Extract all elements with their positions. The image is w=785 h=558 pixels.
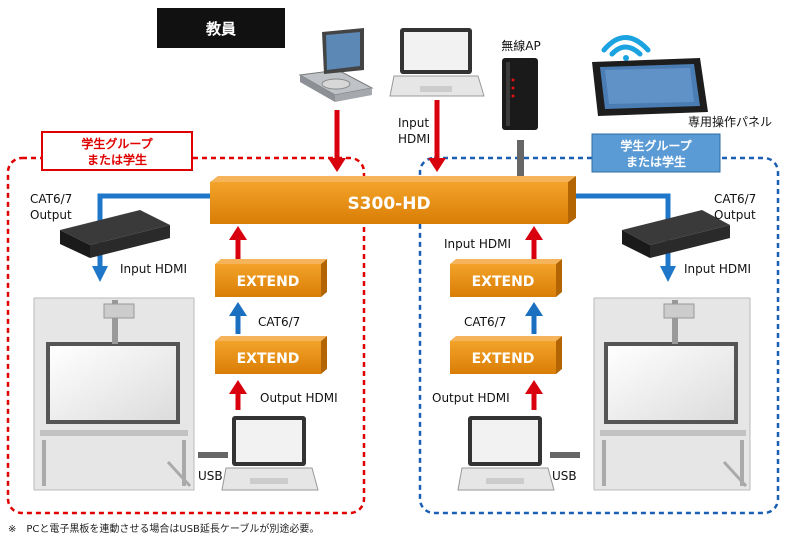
control-panel-tablet-icon (592, 58, 708, 116)
hub-label: S300-HD (347, 194, 430, 214)
cat-output-right-line1: CAT6/7 (714, 192, 756, 206)
right-group-line2: または学生 (626, 154, 686, 169)
output-hdmi-right: Output HDMI (432, 391, 510, 405)
dvd-player-icon (298, 28, 374, 102)
right-extend-top-label: EXTEND (472, 274, 535, 290)
output-hdmi-left: Output HDMI (260, 391, 338, 405)
input-hdmi-right: Input HDMI (684, 262, 751, 276)
cat67-left: CAT6/7 (258, 315, 300, 329)
ap-label: 無線AP (501, 38, 540, 53)
s300-hd-hub: S300-HD (210, 176, 576, 224)
wireless-ap-icon (502, 58, 538, 130)
input-hdmi-top-line1: Input (398, 116, 429, 130)
cat-output-left-line1: CAT6/7 (30, 192, 72, 206)
usb-left: USB (198, 469, 223, 483)
right-extend-bottom: EXTEND (450, 336, 562, 374)
right-student-laptop-icon (457, 416, 555, 491)
left-interactive-whiteboard-icon (33, 297, 195, 491)
input-hdmi-top-line2: HDMI (398, 132, 430, 146)
right-interactive-whiteboard-icon (593, 297, 751, 491)
usb-right: USB (552, 469, 577, 483)
left-group-line1: 学生グループ (81, 136, 153, 151)
left-student-laptop-icon (221, 416, 319, 491)
right-group-label-box (591, 133, 721, 173)
left-extend-bottom: EXTEND (215, 336, 327, 374)
cat67-right: CAT6/7 (464, 315, 506, 329)
right-group-line1: 学生グループ (620, 138, 692, 153)
teacher-laptop-icon (389, 28, 485, 97)
left-extend-top: EXTEND (215, 259, 327, 297)
right-usb-cable (550, 452, 580, 458)
left-extend-bottom-label: EXTEND (237, 351, 300, 367)
left-usb-cable (198, 452, 228, 458)
teacher-label-box (157, 8, 285, 48)
footnote: ※ PCと電子黒板を連動させる場合はUSB延長ケーブルが別途必要。 (8, 522, 319, 535)
right-extend-top: EXTEND (450, 259, 562, 297)
cat-output-left-line2: Output (30, 208, 72, 222)
teacher-label: 教員 (205, 20, 236, 38)
left-extender-receiver-icon (60, 210, 170, 258)
panel-label: 専用操作パネル (688, 114, 772, 129)
cat-output-right-line2: Output (714, 208, 756, 222)
input-hdmi-left: Input HDMI (120, 262, 187, 276)
right-extender-receiver-icon (622, 210, 730, 258)
input-hdmi-center-right: Input HDMI (444, 237, 511, 251)
wifi-icon (601, 35, 651, 61)
left-extend-top-label: EXTEND (237, 274, 300, 290)
left-group-line2: または学生 (87, 152, 147, 167)
right-extend-bottom-label: EXTEND (472, 351, 535, 367)
ap-cable (517, 140, 524, 178)
left-group-label-box (41, 131, 193, 171)
